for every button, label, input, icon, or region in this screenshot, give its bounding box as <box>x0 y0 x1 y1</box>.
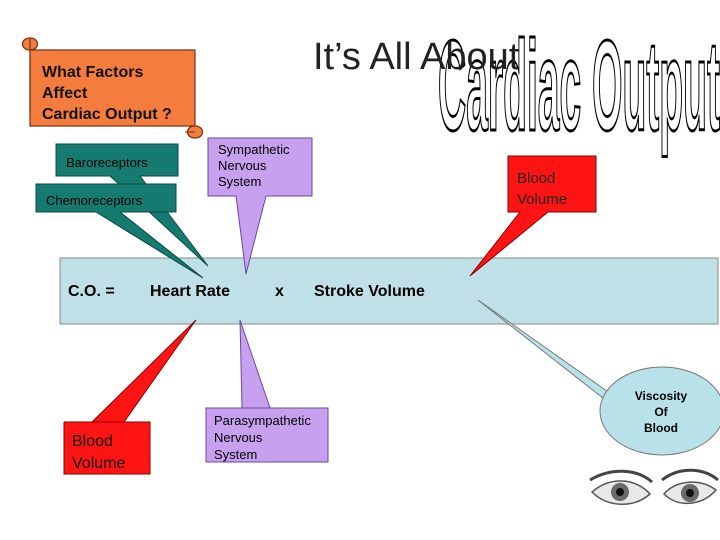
chemoreceptors-callout <box>35 183 204 279</box>
equation-stroke-volume: Stroke Volume <box>314 283 425 300</box>
eyes-image <box>585 462 720 540</box>
baroreceptors-callout <box>55 143 209 267</box>
equation-box <box>59 257 719 325</box>
sympathetic-callout <box>207 137 313 275</box>
sympathetic-label: Sympathetic Nervous System <box>218 142 290 190</box>
equation-operator: x <box>275 283 284 300</box>
blood-volume-line: Blood <box>517 170 556 187</box>
sympathetic-line: System <box>218 174 262 189</box>
blood-volume-top-label: Blood Volume <box>517 168 567 210</box>
blood-volume-bottom-label: Blood Volume <box>72 431 125 475</box>
parasympathetic-line: Nervous <box>214 430 263 445</box>
viscosity-label: Viscosity Of Blood <box>628 388 694 436</box>
blood-volume-line: Volume <box>517 191 568 208</box>
sympathetic-line: Sympathetic <box>218 142 290 157</box>
parasympathetic-line: System <box>214 447 258 462</box>
viscosity-callout <box>477 299 720 456</box>
blood-volume-line: Volume <box>72 455 126 472</box>
viscosity-line: Viscosity <box>634 389 688 403</box>
scroll-banner <box>21 37 204 139</box>
question-line: Cardiac Output ? <box>42 106 172 123</box>
blood-volume-top-callout <box>469 155 597 277</box>
cardiac-output-wordart: Cardiac Output <box>438 14 720 160</box>
baroreceptors-label: Baroreceptors <box>66 155 148 170</box>
chemoreceptors-label: Chemoreceptors <box>46 193 143 208</box>
page-title: It’s All About <box>313 36 520 78</box>
question-line: What Factors <box>42 64 144 81</box>
parasympathetic-line: Parasympathetic <box>214 413 311 428</box>
blood-volume-bottom-callout <box>63 319 197 475</box>
viscosity-line: Of <box>654 405 668 419</box>
viscosity-line: Blood <box>644 421 678 435</box>
parasympathetic-label: Parasympathetic Nervous System <box>214 412 311 463</box>
equation-lhs: C.O. = <box>68 283 115 300</box>
equation-heart-rate: Heart Rate <box>150 283 231 300</box>
sympathetic-line: Nervous <box>218 158 267 173</box>
cardiac-output-text: Cardiac Output <box>438 15 720 158</box>
question-text: What Factors Affect Cardiac Output ? <box>42 62 192 125</box>
blood-volume-line: Blood <box>72 433 113 450</box>
parasympathetic-callout <box>205 319 329 463</box>
question-line: Affect <box>42 85 88 102</box>
